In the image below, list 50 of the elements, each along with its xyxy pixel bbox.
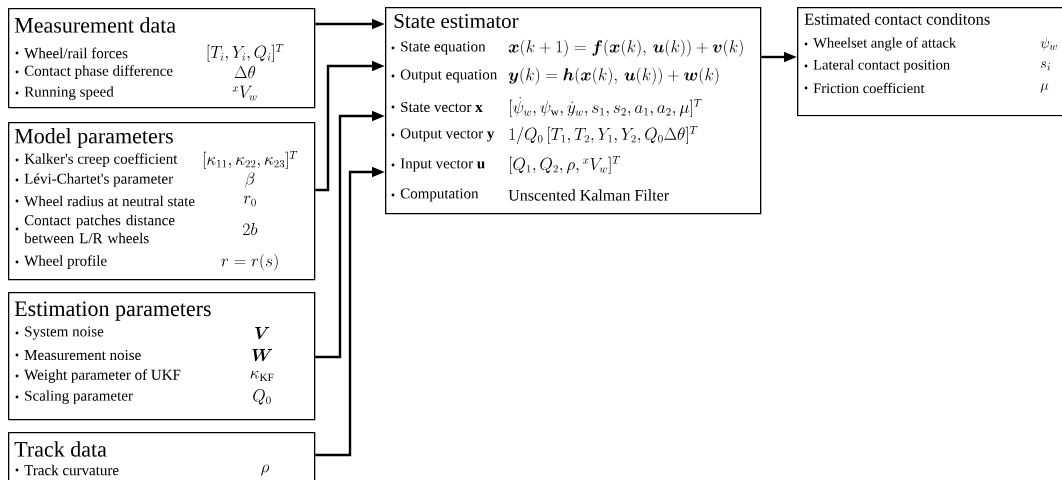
list-item: Contact phase difference: [15, 65, 173, 79]
list-item: Output equation: [391, 69, 498, 83]
panel-heading: Model parameters: [14, 128, 173, 148]
list-item: Wheel profile: [15, 255, 107, 269]
formula: $\boldsymbol{V}$: [255, 327, 270, 340]
panel-heading: Measurement data: [14, 17, 176, 33]
formula: $\boldsymbol{y}(k) = \boldsymbol{h}(\boldsymbol{x}(k),\, \boldsymbol{u}(k))+\boldsymbol{w}(k)$: [508, 67, 719, 85]
list-item: Measurement noise: [15, 349, 141, 361]
formula: $Q_0$: [253, 389, 271, 405]
list-item: Lateral contact position: [804, 59, 950, 73]
formula: $\text{Unscented Kalman Filter}$: [508, 189, 669, 201]
formula: $\beta$: [245, 172, 255, 188]
formula: $1/Q_0\,[T_1, T_2, Y_1, Y_2, Q_0\Delta\theta]^T$: [509, 126, 698, 145]
panel-heading: Estimated contact conditons: [804, 13, 990, 25]
list-item: Wheel/rail forces: [15, 47, 128, 59]
formula: $2b$: [243, 223, 258, 236]
list-item: State equation: [391, 41, 486, 55]
list-item: State vector x: [391, 101, 483, 113]
formula: $\kappa_{\mathrm{KF}}$: [250, 370, 274, 381]
formula: ${}^{x}V_w$: [232, 85, 257, 101]
list-item: Kalker's creep coefficient: [15, 153, 178, 167]
formula: $\rho$: [261, 464, 270, 476]
formula: $\boldsymbol{x}(k+1) = \boldsymbol{f}(\boldsymbol{x}(k),\, \boldsymbol{u}(k))+\boldsymbol{v}(k)$: [508, 39, 743, 57]
formula: $\boldsymbol{W}$: [252, 349, 273, 362]
list-item: Scaling parameter: [15, 390, 133, 404]
panel-heading: Track data: [14, 441, 107, 457]
formula: $[\kappa_{11}, \kappa_{22}, \kappa_{23}]^T$: [203, 151, 298, 170]
formula: $\Delta\theta$: [234, 65, 256, 79]
list-item: Lévi-Chartet's parameter: [15, 173, 173, 187]
formula: $[T_i, Y_i, Q_i]^T$: [207, 44, 284, 62]
formula: $s_i$: [1040, 61, 1051, 71]
panel-heading: State estimator: [394, 13, 519, 29]
formula: $r=r(s)$: [221, 253, 278, 271]
formula: $\mu$: [1040, 83, 1049, 93]
list-item: Output vector y: [391, 128, 495, 142]
formula: $[Q_1, Q_2, \rho, {}^{x}V_w]^T$: [510, 156, 620, 175]
list-item: Friction coefficient: [804, 82, 925, 94]
list-item: Track curvature: [15, 464, 119, 476]
list-item: Wheel radius at neutral state: [15, 195, 195, 207]
list-item: Running speed: [15, 86, 114, 100]
list-item: Wheelset angle of attack: [804, 37, 957, 51]
list-item: Input vector u: [391, 158, 485, 172]
list-item: Contact patches distance between L/R wheels: [15, 214, 175, 244]
formula: $\psi_w$: [1040, 37, 1057, 51]
formula: $[\dot{\psi}_w, \psi_{\mathrm{w}}, \dot{y}_w, s_1, s_2, a_1, a_2, \mu]^T$: [510, 96, 702, 118]
list-item: Weight parameter of UKF: [15, 369, 181, 383]
list-item: System noise: [15, 326, 104, 340]
panel-heading: Estimation parameters: [14, 301, 211, 321]
list-item: Computation: [391, 188, 479, 202]
formula: $r_0$: [243, 195, 256, 207]
